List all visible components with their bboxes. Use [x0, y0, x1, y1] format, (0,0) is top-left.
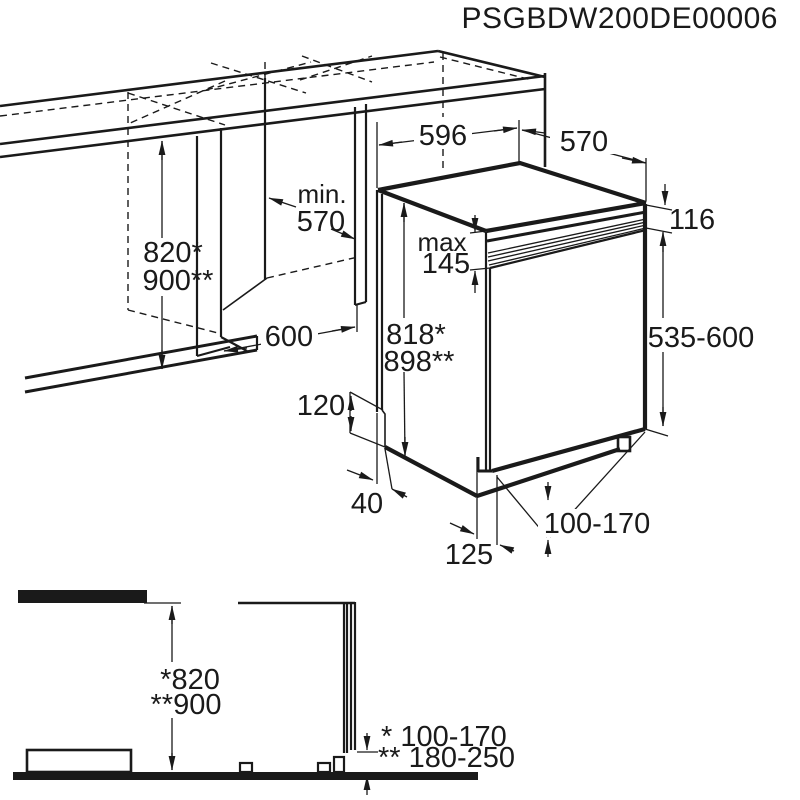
side-view-counter — [18, 590, 181, 774]
floor-line — [13, 772, 478, 780]
dim-plinth-depth-40: 40 — [351, 488, 383, 520]
diagram-title: PSGBDW200DE00006 — [462, 2, 779, 35]
dim-plinth-range-100-170: 100-170 — [544, 508, 650, 540]
dim-depth-570: 570 — [560, 126, 608, 158]
dim-niche-min-570: 570 — [297, 206, 345, 238]
sideview-plinth-180-250: ** 180-250 — [378, 742, 515, 774]
dim-niche-min-label: min. — [297, 179, 346, 209]
dim-height-898: 898** — [384, 346, 455, 378]
sideview-height-820: *820 — [160, 664, 220, 696]
dim-fascia-145: 145 — [422, 248, 470, 280]
dim-height-818: 818* — [386, 319, 446, 351]
dim-width-596: 596 — [419, 120, 467, 152]
sideview-plinth-100-170: * 100-170 — [381, 721, 507, 753]
side-view-dishwasher — [238, 601, 378, 795]
labels: PSGBDW200DE00006 596 570 116 max 145 818… — [143, 2, 778, 774]
dim-door-panel-range: 535-600 — [648, 322, 754, 354]
dimension-lines — [158, 117, 756, 557]
dim-worktop-edge-116: 116 — [669, 204, 715, 236]
dim-niche-height-900: 900** — [143, 265, 214, 297]
dim-niche-width-600: 600 — [265, 321, 313, 353]
dim-plinth-recess-120: 120 — [297, 390, 345, 422]
hidden-edges — [0, 53, 533, 334]
dim-plinth-setback-125: 125 — [445, 539, 493, 571]
counter-run — [0, 49, 547, 394]
sideview-height-900: **900 — [151, 689, 222, 721]
dim-fascia-max-label: max — [417, 227, 466, 257]
dim-niche-height-820: 820* — [143, 237, 203, 269]
